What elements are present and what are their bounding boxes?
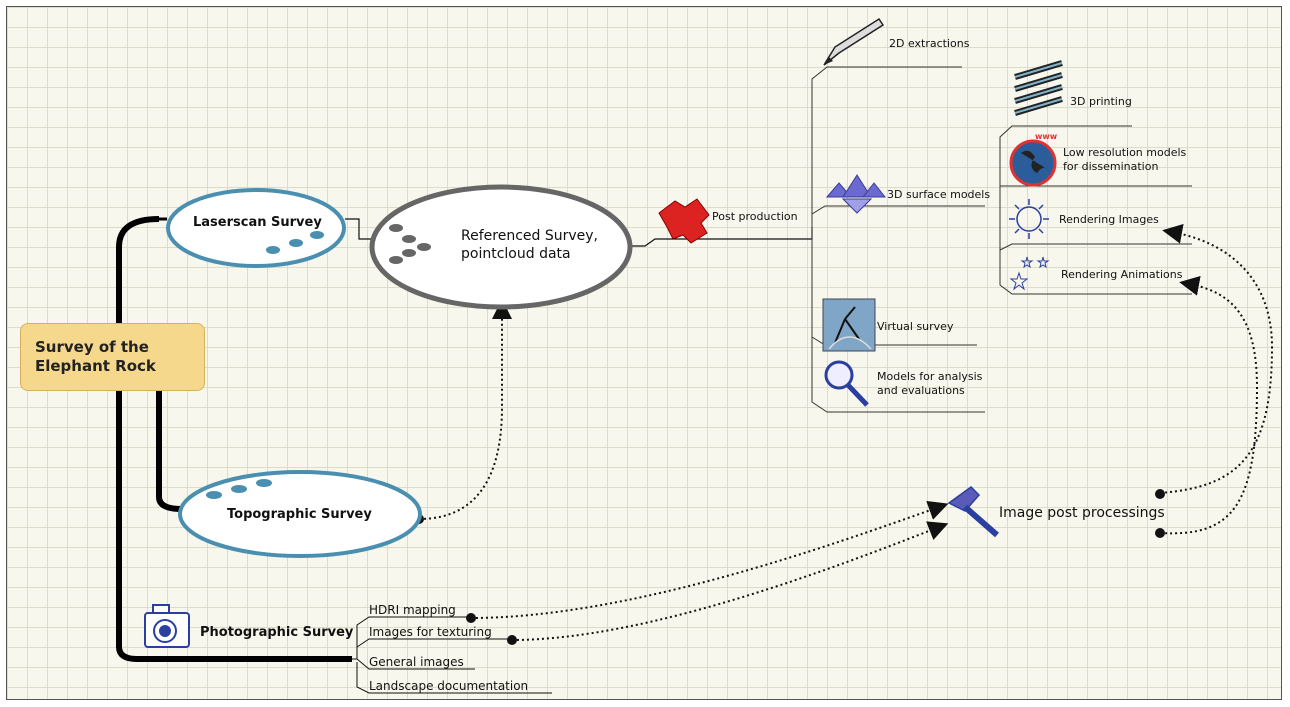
hammer-icon xyxy=(947,486,999,538)
laserscan-dots xyxy=(266,231,324,254)
render-anim-dot xyxy=(1155,528,1165,538)
photo-line-4 xyxy=(356,662,552,694)
dotted-hdri-to-hammer xyxy=(470,500,949,619)
connector-laser-ref xyxy=(345,218,372,240)
dotted-to-rendering-animations xyxy=(1159,276,1259,535)
surface-models-label: 3D surface models xyxy=(887,188,991,201)
laserscan-label: Laserscan Survey xyxy=(193,215,322,230)
root-label: Survey of the Elephant Rock xyxy=(35,338,156,375)
rendering-animations-label: Rendering Animations xyxy=(1061,268,1183,281)
puzzle-icon xyxy=(658,198,710,244)
stars-icon xyxy=(1009,256,1050,291)
texturing-label: Images for texturing xyxy=(369,625,492,639)
camera-icon xyxy=(144,604,190,648)
analysis-models-label: Models for analysis and evaluations xyxy=(877,370,983,397)
laserscan-ellipse[interactable] xyxy=(166,188,346,268)
photo-line-2 xyxy=(356,638,512,648)
topographic-ellipse[interactable] xyxy=(178,470,422,558)
line-surface xyxy=(811,205,985,215)
hdri-label: HDRI mapping xyxy=(369,603,456,617)
outputs-bracket xyxy=(811,66,985,413)
trunk-line xyxy=(116,216,352,662)
rendering-images-label: Rendering Images xyxy=(1059,213,1159,226)
svg-text:www: www xyxy=(1035,132,1058,141)
referenced-label: Referenced Survey, pointcloud data xyxy=(461,228,598,262)
connector-ref-post xyxy=(629,227,813,247)
render-img-dot xyxy=(1155,489,1165,499)
pyramids-icon xyxy=(825,174,887,214)
post-production-label: Post production xyxy=(712,210,798,223)
referenced-dots xyxy=(389,224,431,264)
printing-3d-label: 3D printing xyxy=(1070,95,1132,108)
globe-www-icon: www xyxy=(1009,132,1058,187)
general-images-label: General images xyxy=(369,655,464,669)
topographic-dots xyxy=(206,479,272,499)
photo-line-3 xyxy=(356,658,475,670)
dotted-texture-to-hammer xyxy=(511,521,949,641)
spring-icon xyxy=(1014,60,1063,116)
root-node[interactable]: Survey of the Elephant Rock xyxy=(20,323,205,391)
low-res-label: Low resolution models for dissemination xyxy=(1063,146,1187,173)
branch-topographic xyxy=(156,391,183,512)
line-rendering xyxy=(999,243,1192,251)
sun-icon xyxy=(1009,199,1049,239)
magnifier-icon xyxy=(824,360,869,407)
mindmap-canvas: www Survey of the Elephant Rock Lasersca… xyxy=(6,6,1282,700)
dotted-to-rendering-images xyxy=(1159,223,1274,494)
photographic-label: Photographic Survey xyxy=(200,625,354,640)
topographic-label: Topographic Survey xyxy=(227,507,372,522)
hdri-dot xyxy=(466,613,476,623)
compass-icon xyxy=(822,298,876,352)
dotted-topo-to-ref xyxy=(418,299,512,520)
landscape-label: Landscape documentation xyxy=(369,679,529,693)
image-post-label: Image post processings xyxy=(999,505,1165,521)
sub-bracket xyxy=(999,125,1192,295)
pencil-icon xyxy=(823,17,885,66)
photo-bracket xyxy=(352,616,472,660)
virtual-survey-label: Virtual survey xyxy=(877,320,954,333)
referenced-ellipse[interactable] xyxy=(369,184,633,310)
diagram-lines: www xyxy=(116,17,1274,694)
texture-dot xyxy=(507,635,517,645)
extractions-2d-label: 2D extractions xyxy=(889,37,970,50)
